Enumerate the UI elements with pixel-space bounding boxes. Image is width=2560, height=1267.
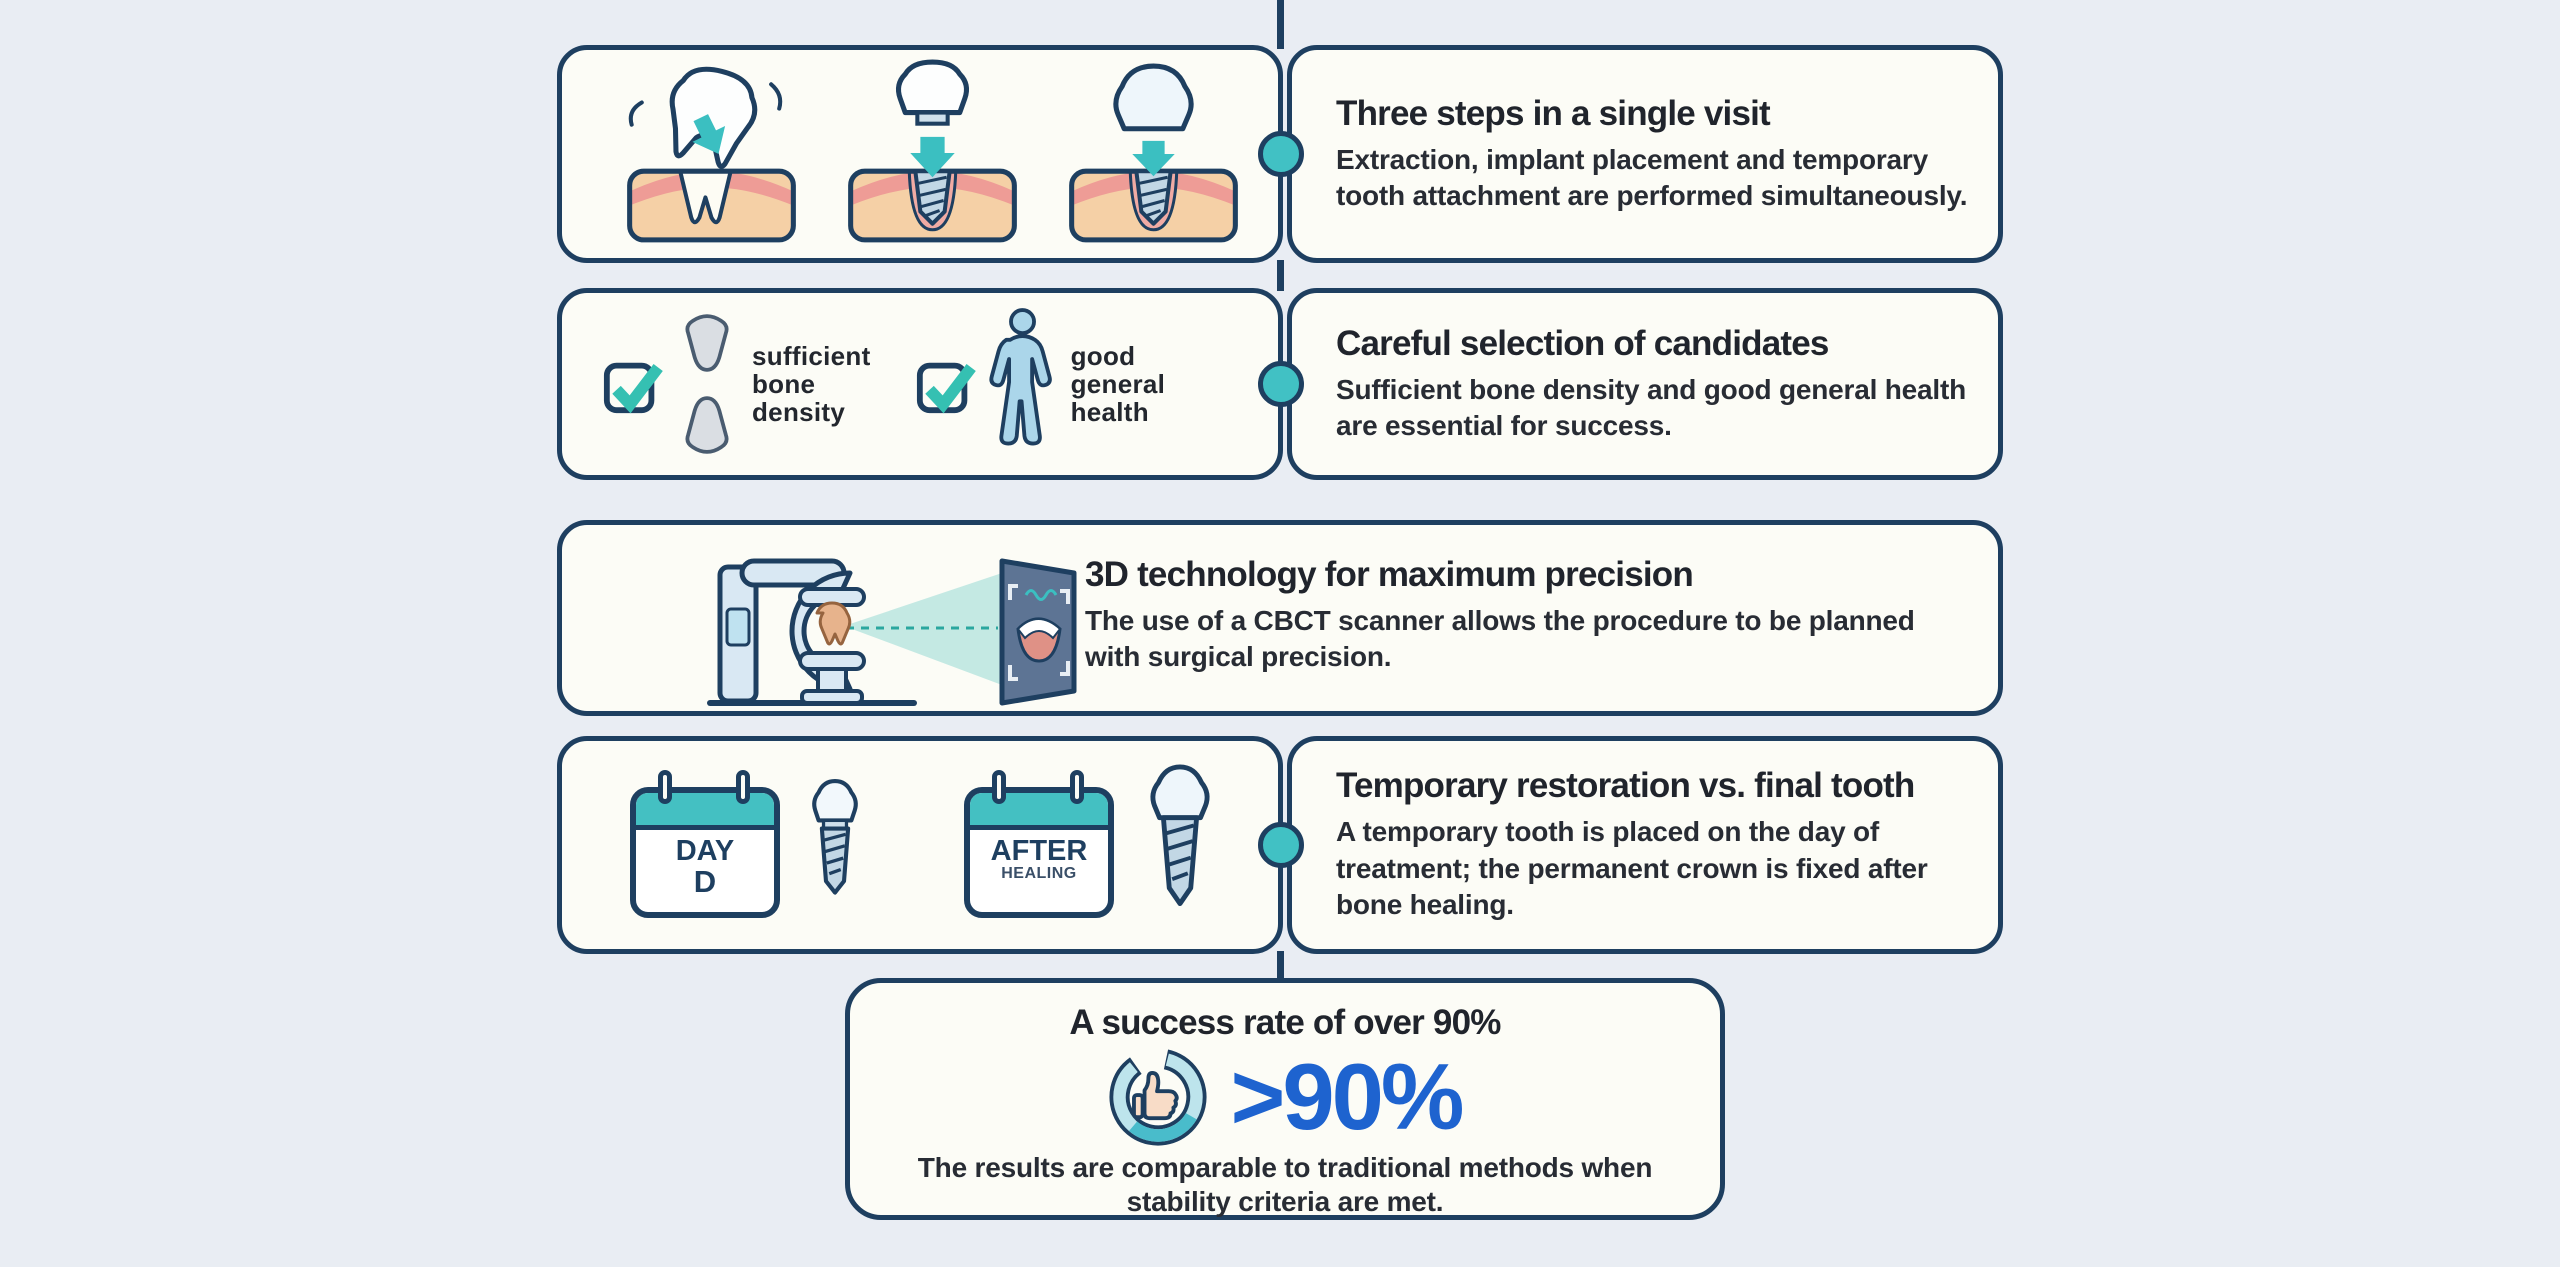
calendar-after-healing: AFTER HEALING [964,770,1114,920]
step2-description-line1: Sufficient bone density and good general… [1336,373,1966,405]
step3-description-line2: with surgical precision. [1085,641,1392,673]
step4-icon-card: DAY D AFTER HEALING [557,736,1283,954]
calendar-ring-icon [736,770,750,804]
tooth-extraction-icon [627,66,796,243]
timeline-node-3 [1258,822,1304,868]
step3-title: 3D technology for maximum precision [1085,555,1694,594]
calendar-healing-label: HEALING [1001,865,1077,883]
conclusion-description-line2: stability criteria are met. [1126,1186,1444,1218]
step3-description-line1: The use of a CBCT scanner allows the pro… [1085,605,1915,636]
calendar-day-d: DAY D [630,770,780,920]
calendar-day-label: DAY [675,835,735,867]
check-group-health: good general health [915,306,1166,462]
step4-description-line3: bone healing. [1336,889,1514,921]
success-rate-value: >90% [1230,1044,1464,1149]
step1-description-line2: tooth attachment are performed simultane… [1336,180,1968,211]
success-rate-stat: >90% [850,1045,1720,1149]
step1-text-card: Three steps in a single visit Extraction… [1287,45,2003,263]
calendar-header [970,793,1108,830]
step4-description-line2: treatment; the permanent crown is fixed … [1336,852,1928,884]
step4-description-line1: A temporary tooth is placed on the day o… [1336,816,1880,848]
calendar-after-label: AFTER [990,835,1088,867]
check-group-bone: sufficient bone density [602,310,871,458]
timeline-segment-row1-row2 [1277,260,1284,291]
check-label-health-line2: general [1070,368,1166,399]
check-label-bone-line3: density [752,397,846,428]
conclusion-description: The results are comparable to traditiona… [850,1151,1720,1219]
checkbox-check-icon [603,362,663,414]
check-label-bone-line2: bone [752,368,816,399]
final-implant-tooth-icon [1150,764,1210,907]
thumbs-up-ring-icon [1109,1048,1208,1146]
calendar-header [636,793,774,830]
cbct-scanner-icon [707,558,1077,706]
step1-description-line1: Extraction, implant placement and tempor… [1336,143,1928,175]
step4-text-card: Temporary restoration vs. final tooth A … [1287,736,2003,954]
conclusion-card: A success rate of over 90% >90% [845,978,1725,1220]
checkbox-check-icon [916,362,976,414]
check-label-health: good general health [1071,342,1166,426]
step2-icon-card: sufficient bone density good general h [557,288,1283,480]
step3-text-block: 3D technology for maximum precision The … [1085,555,1915,676]
temporary-crown-icon [1069,63,1238,243]
calendar-ring-icon [992,770,1006,804]
check-label-bone-line1: sufficient [752,340,871,371]
calendar-ring-icon [1070,770,1084,804]
timeline-node-1 [1258,131,1304,177]
step1-title: Three steps in a single visit [1336,93,1771,133]
conclusion-description-line1: The results are comparable to traditiona… [917,1152,1653,1183]
person-icon [988,308,1052,446]
step3-card: 3D technology for maximum precision The … [557,520,2003,716]
check-label-bone: sufficient bone density [752,342,871,426]
step1-icon-card [557,45,1283,263]
timeline-segment-top [1277,0,1284,49]
temporary-implant-tooth-icon [812,778,858,895]
conclusion-title: A success rate of over 90% [1069,1003,1501,1042]
calendar-ring-icon [658,770,672,804]
timeline-segment-row4-conclusion [1277,951,1284,981]
bone-joint-icon [685,314,729,454]
step2-description-line2: are essential for success. [1336,410,1672,441]
calendar-d-label: D [693,864,717,900]
timeline-node-2 [1258,361,1304,407]
step2-text-card: Careful selection of candidates Sufficie… [1287,288,2003,480]
check-label-health-line3: health [1070,397,1149,428]
check-label-health-line1: good [1070,340,1136,371]
step2-title: Careful selection of candidates [1336,323,1829,363]
implant-placement-icon [848,59,1017,243]
step4-title: Temporary restoration vs. final tooth [1336,766,1915,806]
